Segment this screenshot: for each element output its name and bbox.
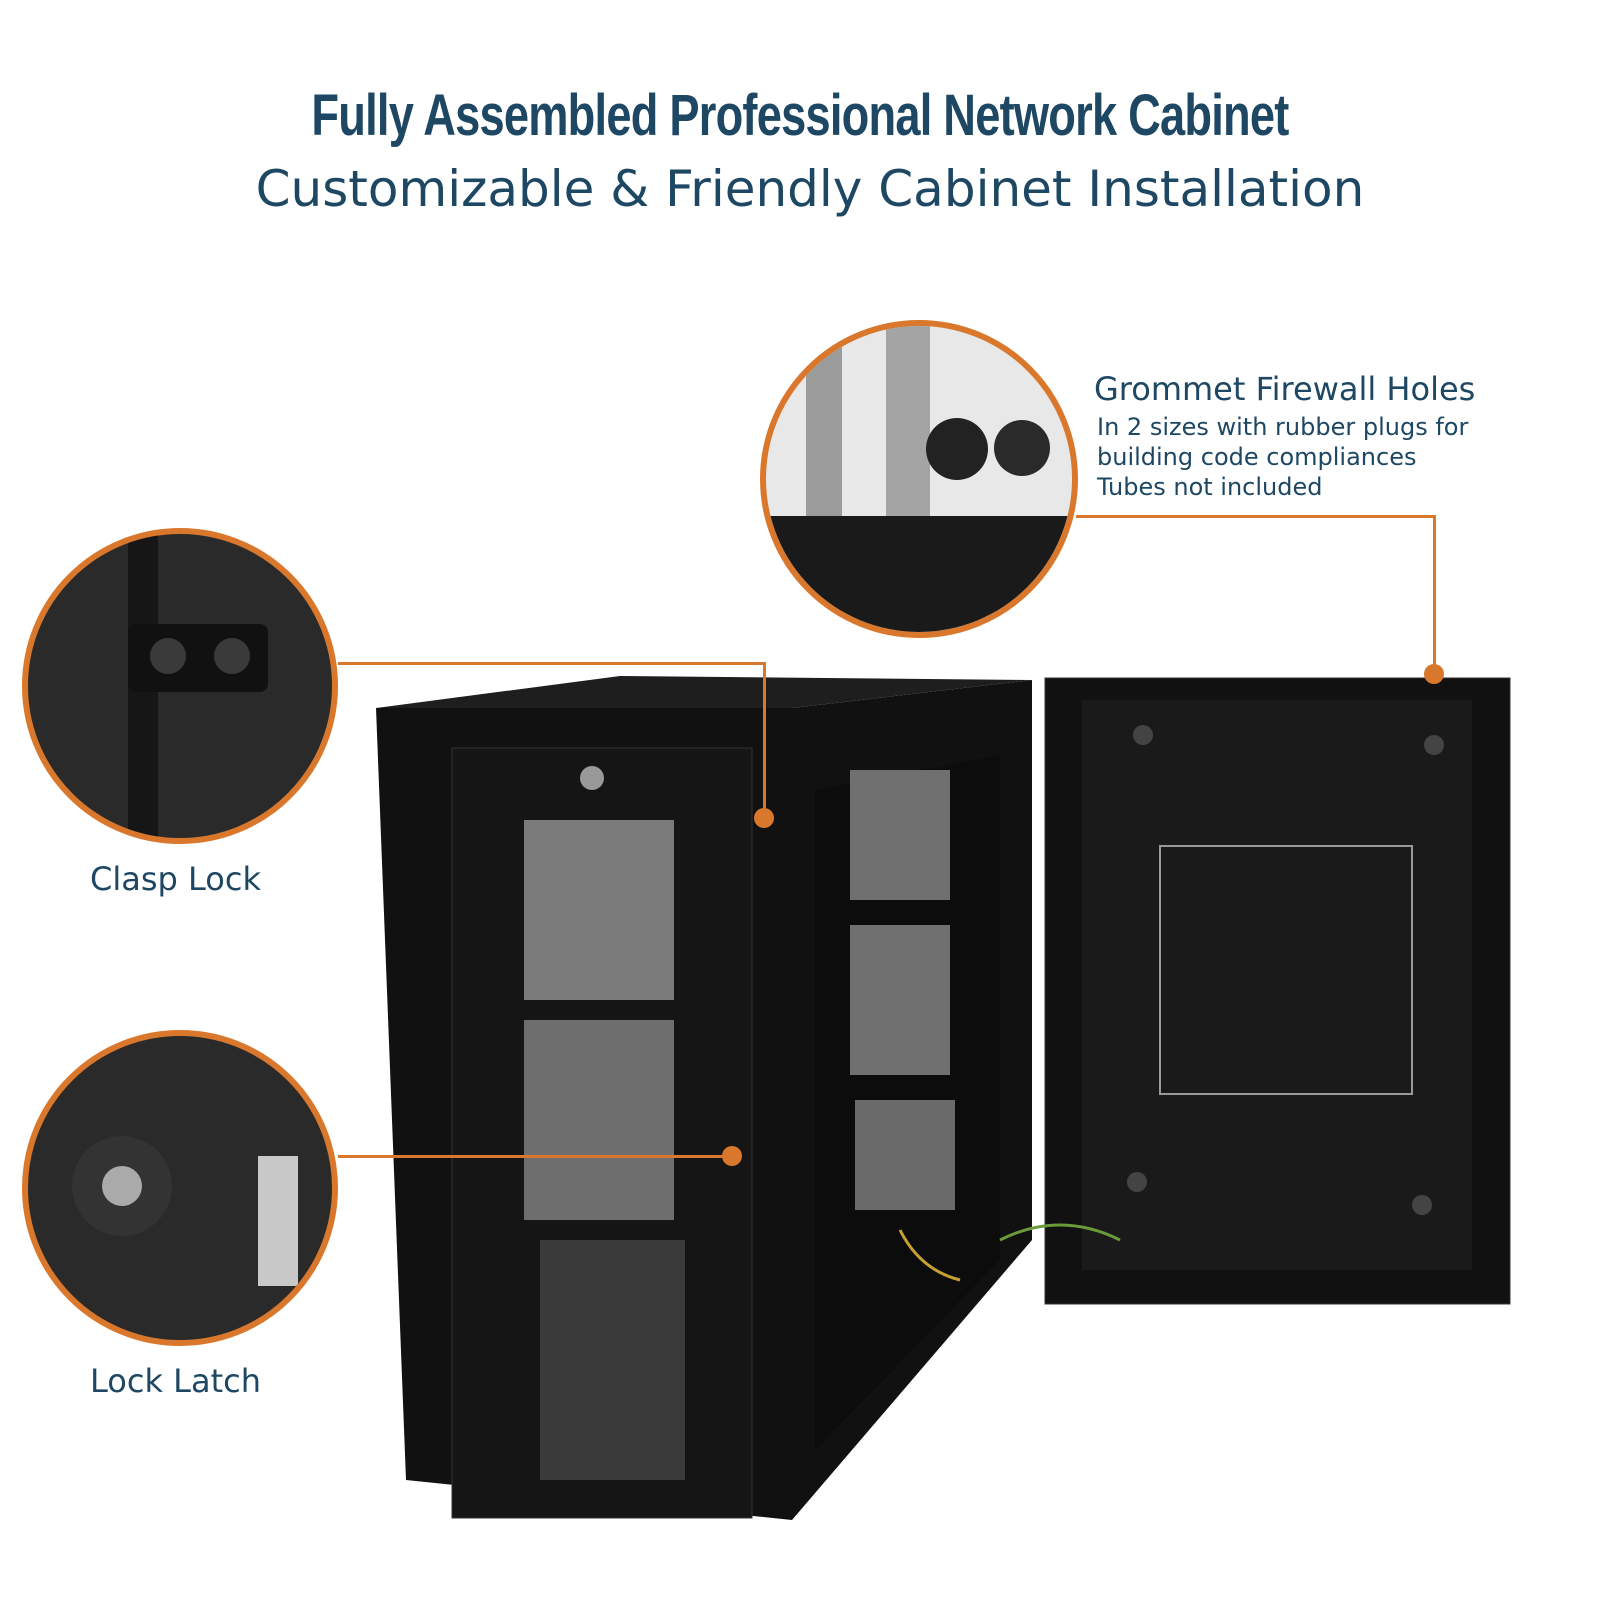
grommet-line: building code compliances [1097, 443, 1417, 471]
grommet-title: Grommet Firewall Holes [1094, 370, 1476, 408]
lock-latch-detail-circle [22, 1030, 338, 1346]
lock-latch-label: Lock Latch [90, 1362, 261, 1400]
grommet-line: In 2 sizes with rubber plugs for [1097, 413, 1469, 441]
clasp-lock-label: Clasp Lock [90, 860, 261, 898]
grommet-detail-circle [760, 320, 1078, 638]
page-title: Fully Assembled Professional Network Cab… [311, 83, 1289, 148]
grommet-line: Tubes not included [1097, 473, 1323, 501]
clasp-lock-detail-circle [22, 528, 338, 844]
page-subtitle: Customizable & Friendly Cabinet Installa… [255, 160, 1365, 218]
grommet-description: In 2 sizes with rubber plugs for buildin… [1097, 412, 1468, 502]
